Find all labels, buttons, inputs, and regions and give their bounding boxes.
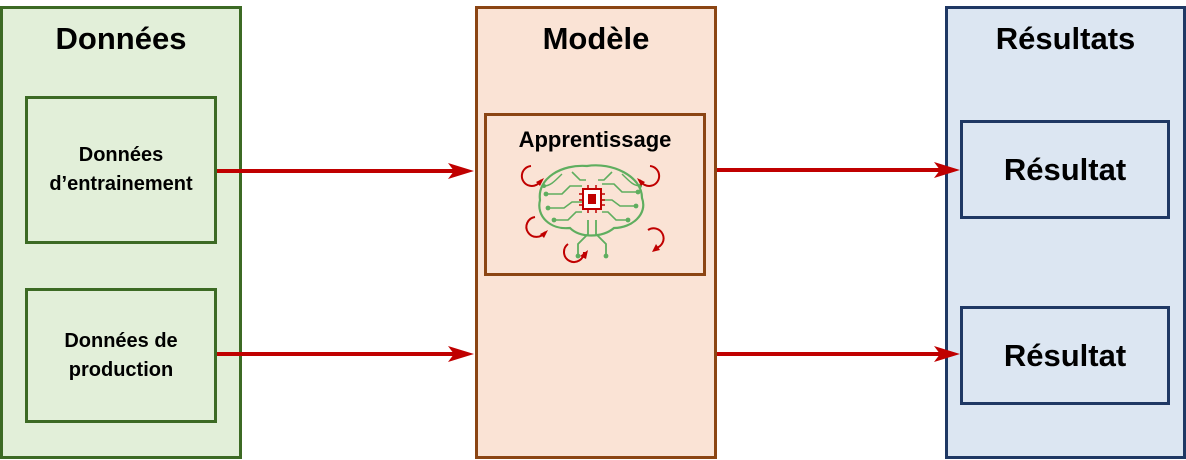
training-data-label-line-2: d’entrainement [49,173,193,195]
production-data-label-line-1: Données de [64,329,178,352]
model-column-title: Modèle [542,21,650,56]
training-data-label-line-1: Données [78,144,164,166]
result-box-2: Résultat [960,306,1170,405]
cycle-arrow-icon [525,216,548,238]
training-data-box: Données d’entrainement [25,96,217,244]
production-data-box: Données de production [25,288,217,423]
learning-label: Apprentissage [518,127,672,152]
result-label-2: Résultat [1003,337,1127,373]
arrow-training-to-learning [217,163,474,179]
cycle-arrow-icon [647,227,665,252]
cycle-arrow-icon [563,243,588,263]
cycle-arrow-icon [637,165,661,187]
result-label-1: Résultat [1003,151,1127,187]
cycle-arrows [520,165,665,263]
flow-arrows [217,162,960,362]
arrow-model-to-result-2 [717,346,960,362]
result-box-1: Résultat [960,120,1170,219]
cycle-arrow-icon [520,165,544,187]
circuit-brain-icon [538,164,645,259]
chip-icon [579,185,605,213]
data-column-title: Données [55,21,187,56]
arrow-learning-to-result-1 [717,162,960,178]
production-data-label-line-2: production [68,358,174,381]
results-column-title: Résultats [995,21,1136,56]
arrow-production-to-model [217,346,474,362]
